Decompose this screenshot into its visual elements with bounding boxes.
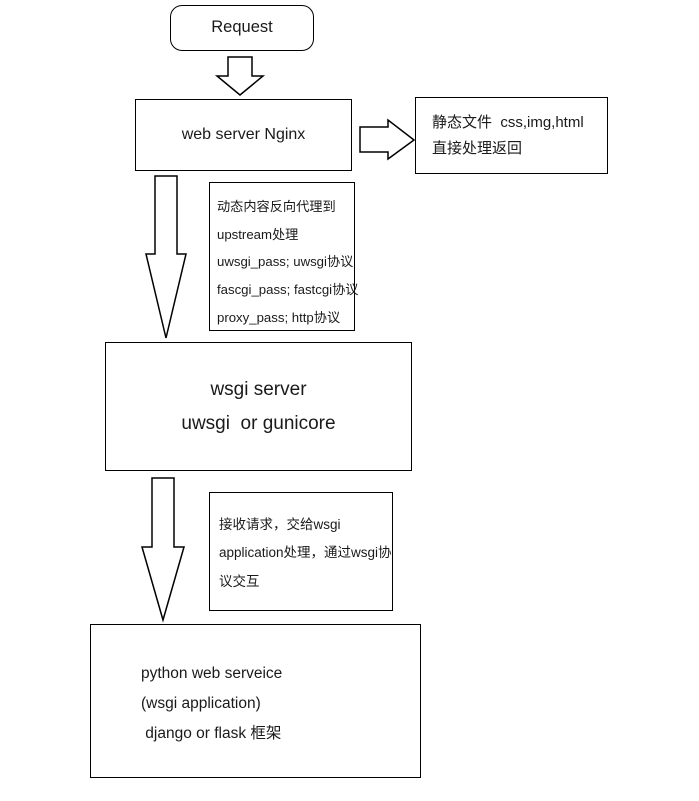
note-reverse-proxy: 动态内容反向代理到 upstream处理 uwsgi_pass; uwsgi协议…	[209, 182, 359, 331]
note-proxy-line-3: uwsgi_pass; uwsgi协议	[217, 254, 354, 270]
node-static-line-2: 直接处理返回	[432, 139, 523, 157]
node-nginx-line-1: web server Nginx	[181, 126, 306, 144]
node-python-line-2: (wsgi application)	[141, 694, 261, 712]
arrow-nginx-to-wsgi-server-icon	[145, 175, 187, 339]
note-wsgi-proto-line-2: application处理，通过wsgi协	[219, 545, 392, 561]
note-proxy-line-5: proxy_pass; http协议	[217, 309, 341, 325]
node-wsgi-line-2: uwsgi or gunicore	[181, 412, 336, 434]
arrow-wsgi-server-to-python-icon	[141, 477, 185, 623]
note-proxy-line-1: 动态内容反向代理到	[217, 199, 336, 214]
node-wsgi-server: wsgi server uwsgi or gunicore	[105, 342, 412, 471]
note-proxy-line-2: upstream处理	[217, 226, 299, 242]
note-wsgi-protocol: 接收请求，交给wsgi application处理，通过wsgi协 议交互	[209, 492, 393, 611]
note-wsgi-proto-line-1: 接收请求，交给wsgi	[219, 517, 341, 532]
node-python-line-1: python web serveice	[141, 664, 283, 682]
node-python-web-service: python web serveice (wsgi application) d…	[90, 624, 421, 778]
node-wsgi-line-1: wsgi server	[210, 379, 307, 401]
arrow-nginx-to-static-icon	[359, 118, 416, 161]
node-web-server-nginx: web server Nginx	[135, 99, 352, 171]
node-request: Request	[170, 5, 314, 51]
node-request-line-1: Request	[211, 18, 273, 37]
node-python-line-3: django or flask 框架	[141, 725, 282, 743]
arrow-request-to-nginx-icon	[214, 56, 266, 96]
node-static-files: 静态文件 css,img,html 直接处理返回	[415, 97, 608, 174]
note-wsgi-proto-line-3: 议交互	[219, 573, 260, 589]
node-static-line-1: 静态文件 css,img,html	[432, 114, 584, 131]
note-proxy-line-4: fascgi_pass; fastcgi协议	[217, 282, 359, 298]
